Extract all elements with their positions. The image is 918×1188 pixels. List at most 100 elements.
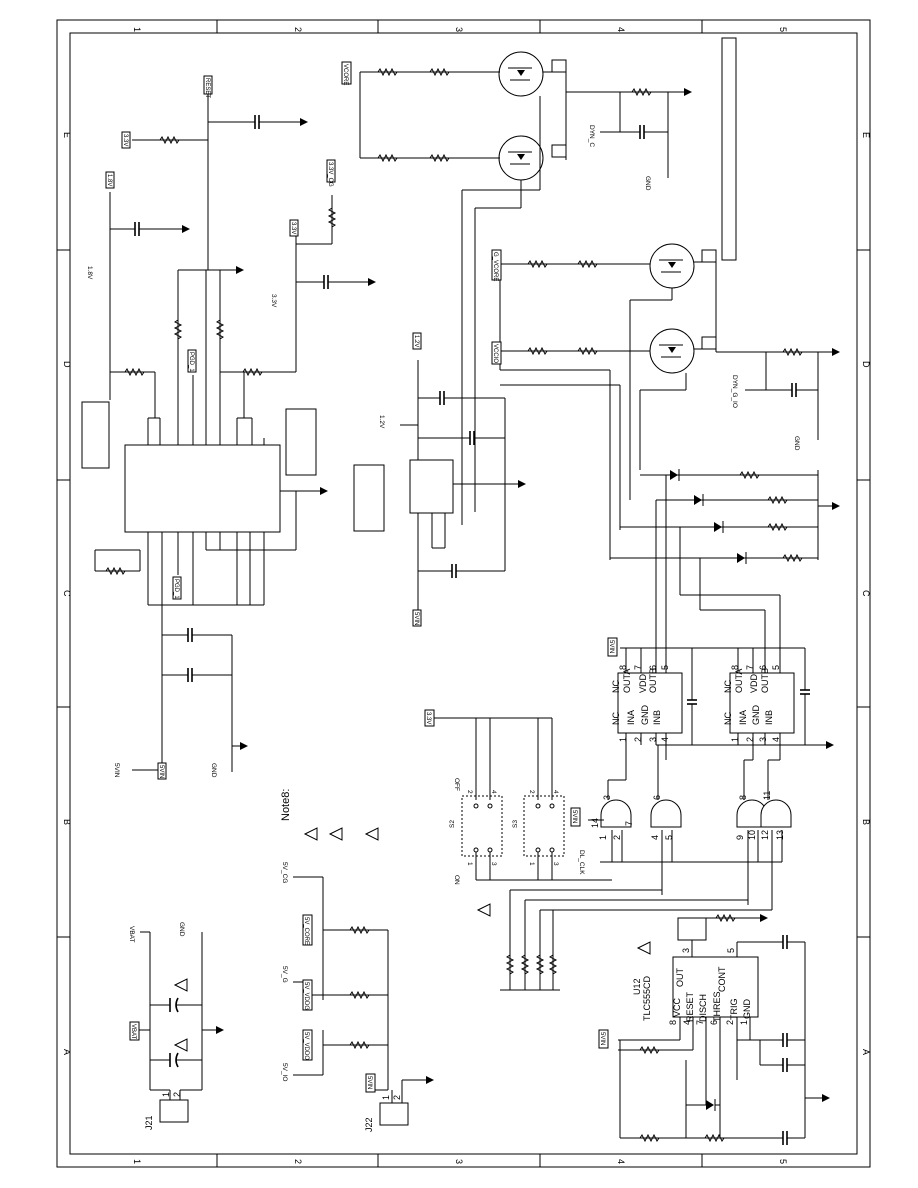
drv2-pin-outb: OUTB xyxy=(760,668,770,693)
gate-num-11: 11 xyxy=(762,791,772,800)
gate-num-4: 4 xyxy=(650,835,660,840)
ldo-side-box xyxy=(353,464,385,532)
net-reset: RESET xyxy=(204,78,210,98)
gate-driver-2 xyxy=(729,672,795,734)
switch-s3-label: S3 xyxy=(512,820,519,828)
note-triangle-bat-2 xyxy=(173,1038,188,1052)
drv2-num-7: 7 xyxy=(745,665,755,670)
mosfet-switch-section xyxy=(359,37,840,560)
drv1-num-4: 4 xyxy=(660,737,670,742)
net-gnd-regulator: GND xyxy=(210,763,217,778)
net-gnd-bat: GND xyxy=(178,922,185,937)
gate-num-7: 7 xyxy=(624,821,634,826)
net-3v3-tag: 3.3V xyxy=(122,134,128,146)
frame-col-2-bottom: 2 xyxy=(293,1159,303,1164)
j21-pin-1: 1 xyxy=(161,1092,171,1097)
frame-row-c-right: C xyxy=(861,590,871,597)
drv2-pin-inb: INB xyxy=(764,710,774,725)
drv1-num-1: 1 xyxy=(618,737,628,742)
net-5vin-timer: 5VIN xyxy=(599,1032,605,1045)
net-5vin-regulator: 5VIN xyxy=(158,765,164,778)
gate-num-9: 9 xyxy=(735,835,745,840)
gate-num-10: 10 xyxy=(747,830,757,840)
net-5vin-gates: 5VIN xyxy=(571,810,577,823)
net-5v-cg: 5V_CG xyxy=(281,862,288,883)
drv2-pin-nc-left: NC xyxy=(723,712,733,725)
gate-num-2: 2 xyxy=(612,835,622,840)
drv1-num-6: 6 xyxy=(648,665,658,670)
timer-num-4: 4 xyxy=(682,1020,692,1025)
timer-num-5: 5 xyxy=(726,948,736,953)
timer-num-8: 8 xyxy=(668,1020,678,1025)
gate-driver-section xyxy=(617,647,834,760)
drv2-pin-nc-right: NC xyxy=(723,680,733,693)
j21-pin-2: 2 xyxy=(172,1092,182,1097)
drv2-num-3: 3 xyxy=(758,737,768,742)
drv1-num-2: 2 xyxy=(633,737,643,742)
frame-row-c-left: C xyxy=(62,590,72,597)
gate-driver-1 xyxy=(617,672,683,734)
timer-part: TLC555CD xyxy=(642,975,652,1021)
timer-section xyxy=(618,913,830,1145)
drv2-pin-gnd: GND xyxy=(751,705,761,726)
net-3v3-tag-2: 3.3V xyxy=(290,222,296,234)
note-triangle-s xyxy=(476,903,491,917)
net-pgd1-top: PGD_1 xyxy=(188,352,194,372)
gate-num-1: 1 xyxy=(598,835,608,840)
net-dyn-g-io: DYN_G_IO xyxy=(731,375,738,408)
net-5v-g: 5V_G xyxy=(281,966,288,983)
net-5v-vddo: 5V_VDDO xyxy=(303,1032,309,1060)
drv1-pin-outa: OUTA xyxy=(622,669,632,693)
net-5vin-driver: 5VIN xyxy=(608,640,614,653)
frame-row-d-left: D xyxy=(62,361,72,368)
net-vccio: VCCIO xyxy=(492,344,498,363)
frame-row-b-left: B xyxy=(62,819,72,825)
net-3v3-switches: 3.3V xyxy=(425,712,431,724)
net-gnd-io: GND xyxy=(793,436,800,451)
gate-num-3: 3 xyxy=(602,795,612,800)
drv1-pin-nc-right: NC xyxy=(611,680,621,693)
frame-col-4-top: 4 xyxy=(616,27,626,32)
timer-pin-out: OUT xyxy=(675,968,685,988)
net-5vin-label: 5VIN xyxy=(113,763,120,778)
drv1-pin-ina: INA xyxy=(626,710,636,725)
and-gate-4 xyxy=(760,799,792,828)
drv2-pin-outa: OUTA xyxy=(734,669,744,693)
switch-off-label: OFF xyxy=(453,778,460,791)
connector-j22-ref: J22 xyxy=(364,1117,374,1132)
note-triangle-1 xyxy=(303,827,318,841)
net-5v-core: 5V_CORE xyxy=(303,917,309,945)
drv2-num-8: 8 xyxy=(730,665,740,670)
timer-pin-reset: RESET xyxy=(685,991,695,1022)
frame-col-1-bottom: 1 xyxy=(132,1159,142,1164)
switch-on-label: ON xyxy=(453,875,460,885)
timer-num-2: 2 xyxy=(725,1020,735,1025)
timer-ic-u12 xyxy=(672,956,759,1018)
and-gate-2 xyxy=(650,799,682,828)
drv1-num-3: 3 xyxy=(648,737,658,742)
note-triangle-bat-1 xyxy=(173,978,188,992)
regulator-side-box-left xyxy=(81,401,110,469)
net-1v2-label: 1.2V xyxy=(378,415,385,429)
drv1-num-7: 7 xyxy=(633,665,643,670)
main-regulator-ic xyxy=(124,444,281,533)
timer-pin-gnd: GND xyxy=(742,999,752,1020)
drv2-num-5: 5 xyxy=(771,665,781,670)
frame-row-a-right: A xyxy=(861,1049,871,1055)
connector-j21-ref: J21 xyxy=(144,1115,154,1130)
gate-num-6: 6 xyxy=(652,795,662,800)
s2-pin-4: 4 xyxy=(490,790,497,794)
drv1-num-5: 5 xyxy=(660,665,670,670)
s3-pin-2: 2 xyxy=(528,790,535,794)
timer-pin-disch: DISCH xyxy=(698,994,708,1022)
frame-row-d-right: D xyxy=(861,361,871,368)
j22-pin-1: 1 xyxy=(381,1095,391,1100)
gate-num-8: 8 xyxy=(738,795,748,800)
power-5v-section xyxy=(293,876,434,1126)
frame-col-3-bottom: 3 xyxy=(454,1159,464,1164)
connector-j21 xyxy=(159,1099,189,1123)
frame-row-e-left: E xyxy=(62,132,72,138)
net-3v3-cg: 3.3V_CG xyxy=(327,162,333,187)
net-5v-vddg: 5V_VDDG xyxy=(303,982,309,1010)
ldo-1v2-section xyxy=(353,360,526,610)
